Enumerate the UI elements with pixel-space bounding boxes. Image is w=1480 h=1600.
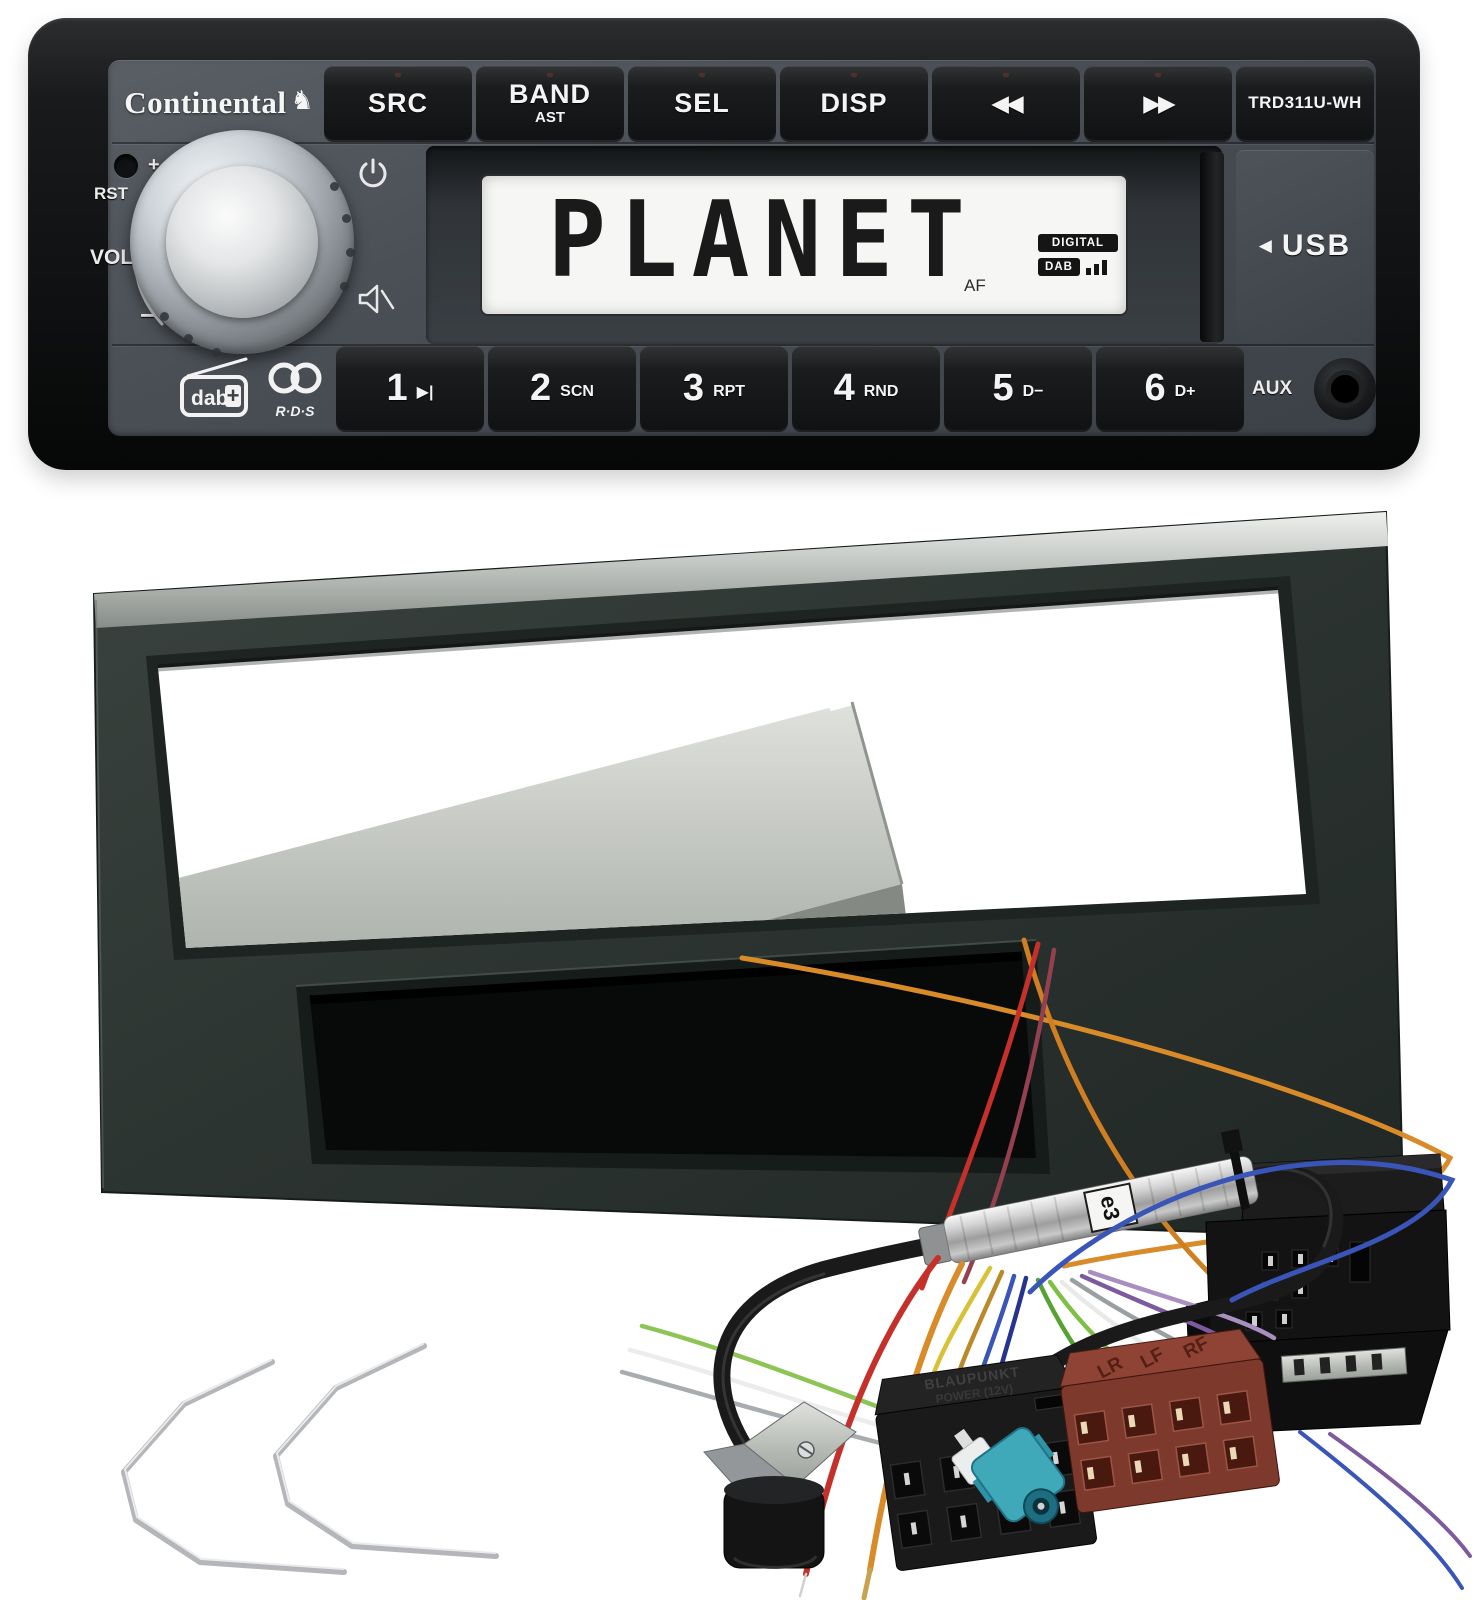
src-button: SRC	[324, 66, 472, 140]
preset-5-button: 5 D−	[944, 346, 1092, 430]
volume-knob	[166, 166, 318, 318]
din-antenna-plug	[703, 1401, 857, 1569]
knob-notch	[342, 214, 351, 223]
faceplate-groove-bottom	[112, 344, 1374, 346]
phantom-power-adapter: e3	[918, 1128, 1259, 1266]
fascia-left-edge-highlight	[95, 599, 104, 1189]
signal-strength-icon	[1086, 260, 1107, 275]
wire-orange-2	[1021, 937, 1215, 1279]
rewind-icon: ◀◀	[991, 89, 1023, 116]
knob-notch	[212, 348, 221, 357]
cable-tie-head	[1220, 1128, 1243, 1154]
play-pause-icon: ▶|	[416, 384, 434, 401]
pocket-inner-shadow	[309, 951, 1023, 1005]
fascia-top-edge-highlight	[94, 512, 1388, 628]
forward-icon: ▶▶	[1143, 89, 1175, 116]
svg-text:R·D·S: R·D·S	[276, 403, 316, 419]
removal-key-2	[273, 1343, 499, 1559]
dab-badge: DAB	[1038, 258, 1080, 276]
aux-jack-hole	[1331, 375, 1359, 403]
button-indicator-dot	[851, 73, 857, 77]
wire-red-bare-tip	[798, 1572, 808, 1598]
fakra-connector	[951, 1427, 1066, 1525]
reset-hole	[114, 154, 138, 178]
usb-port-panel: ◀ USB	[1236, 150, 1374, 342]
disp-button: DISP	[780, 66, 928, 140]
wire-blue-tail	[1298, 1430, 1464, 1590]
ast-button-sublabel: AST	[535, 109, 565, 126]
button-indicator-dot	[1155, 73, 1161, 77]
sel-button: SEL	[628, 66, 776, 140]
iso-speaker-sockets	[1073, 1389, 1259, 1492]
volume-label: VOL	[90, 246, 134, 269]
storage-pocket	[310, 956, 1036, 1158]
digital-badge: DIGITAL	[1038, 234, 1118, 252]
af-indicator: AF	[964, 276, 986, 295]
pocket-edge-highlight	[295, 939, 1037, 987]
knob-notch	[184, 334, 193, 343]
usb-cover-groove	[1200, 152, 1224, 342]
wire-purple-tail	[1328, 1432, 1472, 1558]
button-indicator-dot	[699, 73, 705, 77]
radio-removal-keys	[121, 1343, 499, 1575]
preset-1-button: 1 ▶|	[336, 346, 484, 430]
band-ast-button: BAND AST	[476, 66, 624, 140]
installation-kit-scene: e3 BLAUPUNKT POWER (12V)	[92, 510, 1472, 1600]
preset-6-button: 6 D+	[1096, 346, 1244, 430]
knob-notch	[330, 182, 339, 191]
rewind-button: ◀◀	[932, 66, 1080, 140]
wire-blue-loop	[1027, 1160, 1456, 1303]
brand-logo: Continental ♞	[118, 66, 320, 140]
disp-button-label: DISP	[820, 87, 888, 118]
removal-key-1	[121, 1359, 347, 1575]
lcd-station-text: PLANET	[548, 178, 979, 302]
wire-orange-ferrule	[861, 1567, 873, 1600]
model-number-panel: TRD311U-WH	[1236, 66, 1374, 140]
dab-plus-logo-icon: dab +	[180, 357, 248, 417]
continental-horse-icon: ♞	[290, 84, 314, 115]
volume-plus-label: +	[148, 154, 160, 176]
reset-label: RST	[94, 184, 128, 203]
preset-3-button: 3 RPT	[640, 346, 788, 430]
adapter-approval-text: e3	[1096, 1193, 1125, 1222]
button-indicator-dot	[1003, 73, 1009, 77]
aux-jack	[1314, 358, 1376, 420]
knob-notch	[160, 312, 169, 321]
preset-2-button: 2 SCN	[488, 346, 636, 430]
svg-text:dab: dab	[191, 387, 228, 410]
button-indicator-dot	[395, 73, 401, 77]
model-number: TRD311U-WH	[1248, 93, 1362, 112]
aux-label: AUX	[1252, 378, 1293, 399]
opening-inner-shadow	[157, 586, 1279, 672]
iso-speaker-connector: RF LF LR	[1059, 1328, 1280, 1514]
forward-button: ▶▶	[1084, 66, 1232, 140]
mute-icon	[358, 284, 395, 314]
band-button-label: BAND	[509, 79, 591, 109]
sel-button-label: SEL	[674, 87, 730, 118]
usb-arrow-icon: ◀	[1258, 236, 1272, 255]
fascia-mounting-frame	[92, 510, 1406, 1240]
cable-tie	[1229, 1149, 1251, 1210]
quadlock-blade-contacts	[1280, 1347, 1408, 1383]
power-icon	[359, 158, 387, 188]
brand-logo-text: Continental	[124, 85, 287, 120]
rds-logo-icon: R·D·S	[268, 362, 322, 419]
button-indicator-dot	[547, 73, 553, 77]
usb-label: USB	[1281, 229, 1352, 262]
knob-notch	[346, 248, 355, 257]
lcd-display: PLANET DIGITAL DAB AF	[482, 176, 1126, 314]
svg-text:+: +	[227, 383, 240, 408]
src-button-label: SRC	[367, 87, 428, 118]
knob-notch	[340, 282, 349, 291]
faceplate-groove-top	[112, 142, 1374, 144]
wire-light-green-2	[639, 1323, 895, 1415]
preset-4-button: 4 RND	[792, 346, 940, 430]
